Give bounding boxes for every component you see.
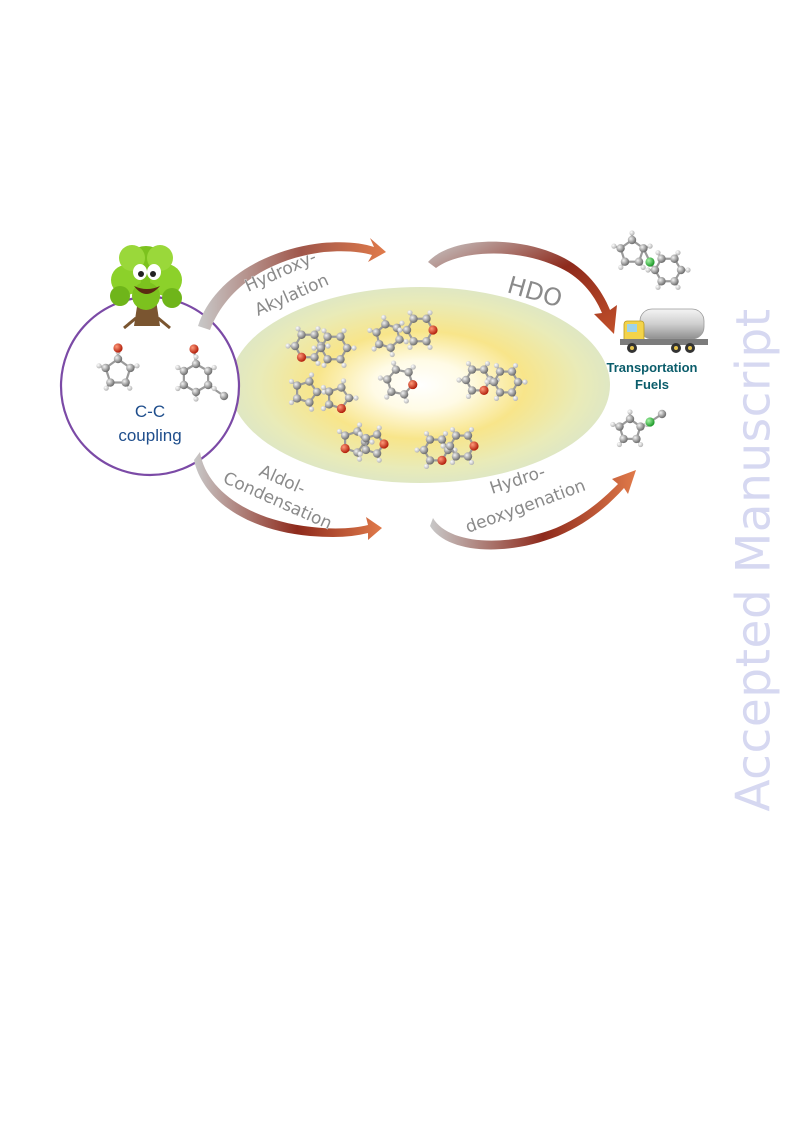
- furan-dimer-molecule-b: [311, 328, 357, 368]
- cresol-molecule: [175, 344, 229, 402]
- bottom-right-molecule-a: [414, 430, 458, 470]
- central-ring-molecule-b: [397, 310, 438, 350]
- cyclopentanone-molecule: [96, 343, 140, 391]
- arrow-hydrodeoxygenation: [430, 470, 636, 550]
- arrow-hdo: [428, 241, 617, 334]
- arrow-aldol-condensation: [194, 452, 382, 540]
- reaction-glow: [230, 287, 610, 483]
- bottom-right-molecule-b: [440, 426, 479, 466]
- arrow-hydroxy-akylation: [198, 238, 386, 330]
- fuels-label-line2: Fuels: [635, 377, 669, 392]
- bicyclic-fuel-molecule: [611, 230, 691, 290]
- right-ring-molecule-b: [484, 362, 528, 402]
- watermark-text: Accepted Manuscript: [726, 308, 782, 812]
- central-ring-molecule-c: [377, 360, 418, 404]
- coupling-label-line2: coupling: [118, 426, 181, 445]
- truck-icon: [620, 308, 708, 353]
- bottom-ring-molecule-b: [357, 425, 389, 463]
- tree-icon: [110, 245, 182, 330]
- fuels-label-line1: Transportation: [606, 360, 697, 375]
- coupling-label-line1: C-C: [135, 402, 165, 421]
- cyclopentyl-molecule-b: [320, 378, 359, 414]
- cyclopentane-fuel-molecule: [610, 409, 667, 448]
- molecule-group: [96, 230, 691, 470]
- cyclopentyl-molecule-a: [288, 372, 327, 412]
